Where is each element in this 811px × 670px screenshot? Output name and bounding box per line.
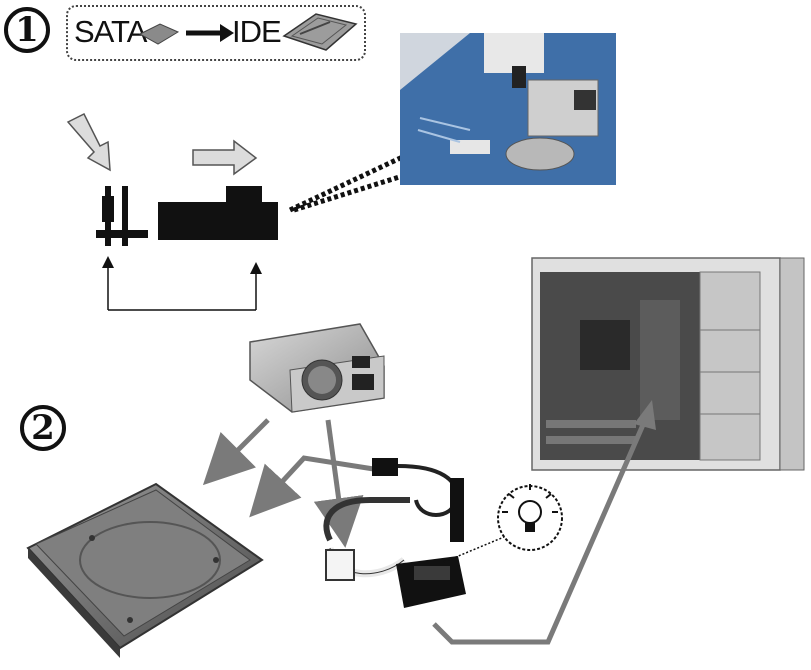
- jumper-down-arrow-icon: [66, 112, 111, 172]
- mode-from-label: SATA: [74, 14, 147, 49]
- pc-tower: [531, 257, 805, 471]
- hard-disk-drive: [26, 482, 264, 658]
- board-closeup-photo: [400, 33, 616, 185]
- step-1-number: 1: [4, 7, 50, 53]
- step-1-number-text: 1: [15, 10, 39, 50]
- sata-drive-icon: [138, 23, 180, 45]
- cable-arrows: [202, 400, 656, 645]
- sata-ide-adapter: [323, 458, 466, 608]
- step-2-number: 2: [20, 405, 66, 451]
- motherboard-icon: [282, 13, 358, 51]
- mode-arrow-icon: [186, 24, 234, 42]
- jumper-loop-arrow: [102, 256, 262, 311]
- jumper-right-arrow-icon: [192, 139, 258, 176]
- step-2-number-text: 2: [31, 408, 55, 448]
- light-bulb-icon: [502, 484, 558, 532]
- mode-to-label: IDE: [232, 14, 282, 49]
- mode-switch-box: [66, 5, 366, 61]
- jumper-pins-icon: [96, 186, 148, 246]
- jumper-block-icon: [158, 186, 278, 240]
- power-supply-unit: [249, 323, 385, 413]
